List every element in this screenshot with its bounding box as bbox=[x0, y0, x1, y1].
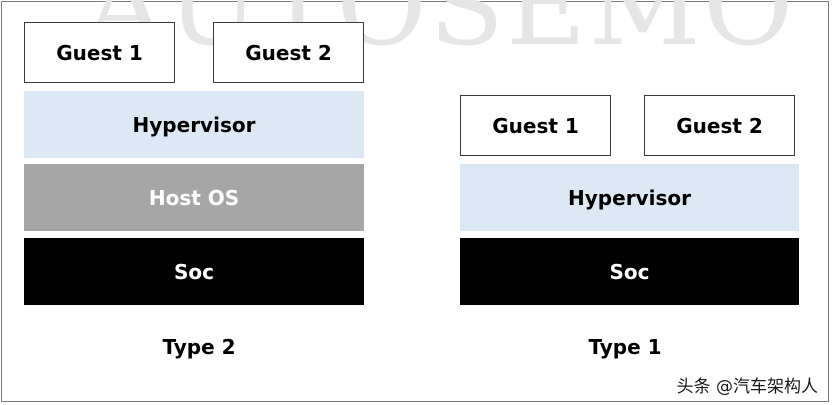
type2-host-os-layer: Host OS bbox=[24, 164, 364, 231]
type2-caption: Type 2 bbox=[162, 335, 236, 359]
type2-hypervisor-layer: Hypervisor bbox=[24, 91, 364, 158]
type1-caption: Type 1 bbox=[588, 335, 662, 359]
type1-soc-layer: Soc bbox=[460, 238, 799, 305]
type1-guest2-box: Guest 2 bbox=[644, 95, 795, 156]
credit-text: 头条 @汽车架构人 bbox=[676, 377, 818, 397]
type1-guest1-box: Guest 1 bbox=[460, 95, 611, 156]
type2-soc-layer: Soc bbox=[24, 238, 364, 305]
type2-guest1-box: Guest 1 bbox=[24, 22, 175, 83]
type2-guest2-box: Guest 2 bbox=[213, 22, 364, 83]
watermark: AUTOSEMO bbox=[85, 0, 796, 70]
type1-hypervisor-layer: Hypervisor bbox=[460, 164, 799, 231]
